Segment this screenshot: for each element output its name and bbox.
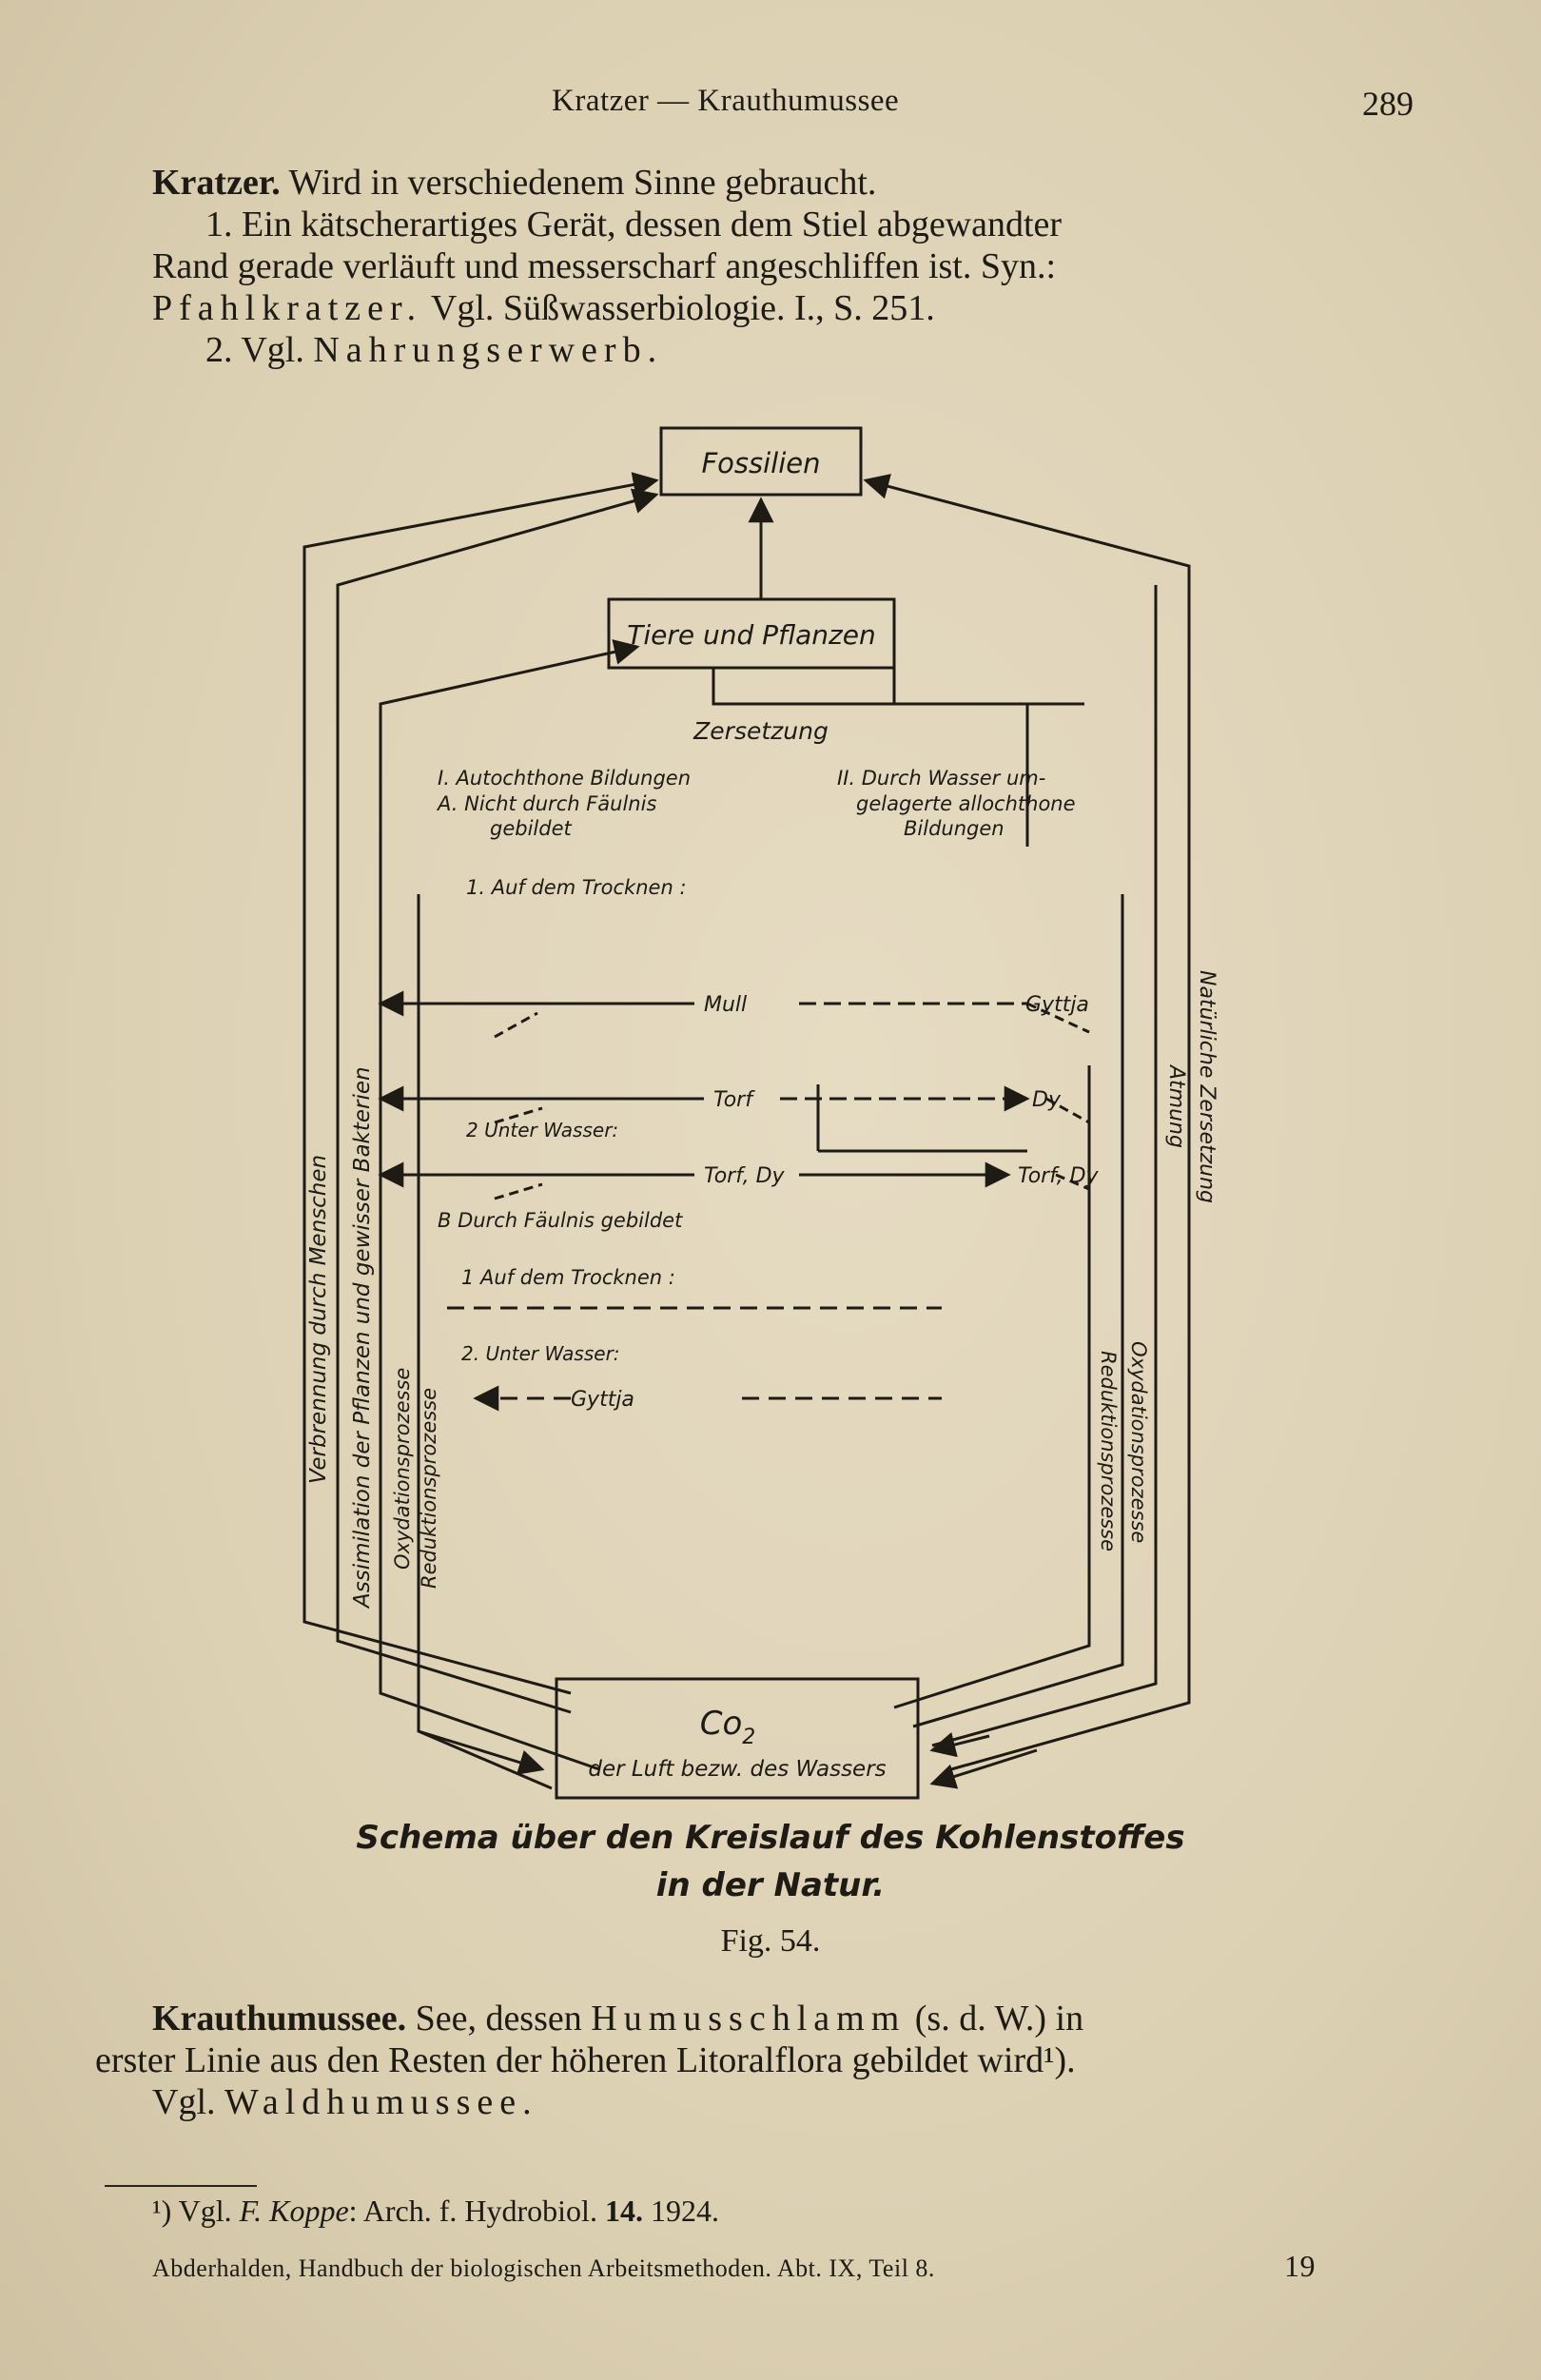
label-oxydation-left: Oxydationsprozesse <box>391 1368 414 1570</box>
figure-caption-line2: in der Natur. <box>655 1866 886 1904</box>
entry-kratzer-line5: 2. Vgl. Nahrungserwerb. <box>205 330 664 370</box>
label-nicht-faeulnis: A. Nicht durch Fäulnis <box>436 792 656 815</box>
diagram-svg: Fossilien Tiere und Pflanzen Co2 der Luf… <box>302 426 1219 1800</box>
entry-kratzer-line2: 1. Ein kätscherartiges Gerät, dessen dem… <box>205 205 1063 244</box>
entry-term: Kratzer. <box>152 163 281 203</box>
figure-caption-line1: Schema über den Kreislauf des Kohlenstof… <box>356 1819 1185 1857</box>
label-natuerliche-zersetzung: Natürliche Zersetzung <box>1195 970 1219 1203</box>
label-mull: Mull <box>704 993 747 1017</box>
label-durch-wasser: II. Durch Wasser um- <box>837 767 1045 790</box>
label-tiere-pflanzen: Tiere und Pflanzen <box>627 619 875 651</box>
entry-kratzer-line3: Rand gerade verläuft und messerscharf an… <box>152 246 1057 286</box>
footer-text: Abderhalden, Handbuch der biologischen A… <box>152 2254 935 2282</box>
entry-kratzer: Kratzer. Wird in verschiedenem Sinne geb… <box>152 162 1427 371</box>
label-durch-faeulnis: B Durch Fäulnis gebildet <box>438 1209 683 1232</box>
label-trocknen-2: 1 Auf dem Trocknen : <box>461 1266 675 1289</box>
entry-krauthumussee-line2: erster Linie aus den Resten der höheren … <box>95 2040 1076 2080</box>
signature-mark: 19 <box>1284 2249 1316 2283</box>
label-luft-wasser: der Luft bezw. des Wassers <box>588 1757 886 1782</box>
page-footer: Abderhalden, Handbuch der biologischen A… <box>152 2249 1316 2283</box>
page-number: 289 <box>1362 85 1414 123</box>
running-title: Kratzer — Krauthumussee <box>552 84 900 118</box>
label-torf-dy-right: Torf, Dy <box>1018 1164 1100 1188</box>
label-gyttja-center: Gyttja <box>571 1388 634 1412</box>
label-verbrennung: Verbrennung durch Menschen <box>306 1155 331 1484</box>
label-reduktion-left: Reduktionsprozesse <box>418 1388 440 1589</box>
box-tiere-pflanzen <box>607 597 896 670</box>
label-atmung: Atmung <box>1164 1063 1188 1148</box>
page-header: Kratzer — Krauthumussee 289 <box>0 84 1541 131</box>
label-torf-dy: Torf, Dy <box>704 1164 786 1188</box>
label-zersetzung: Zersetzung <box>692 717 829 745</box>
diagram-labels: Fossilien Tiere und Pflanzen Co2 der Luf… <box>306 447 1219 1782</box>
label-autochthone: I. Autochthone Bildungen <box>438 767 691 790</box>
carbon-cycle-diagram: Fossilien Tiere und Pflanzen Co2 der Luf… <box>285 400 1237 1969</box>
label-unter-wasser-1: 2 Unter Wasser: <box>466 1119 618 1141</box>
entry-kratzer-line4: Pfahlkratzer. Vgl. Süßwasserbiologie. I.… <box>152 288 935 328</box>
figure-label: Fig. 54. <box>720 1923 821 1959</box>
label-gebildet: gebildet <box>490 817 572 840</box>
footnote-rule <box>105 2185 257 2187</box>
entry-term: Krauthumussee. <box>152 1999 407 2039</box>
footnote: ¹) Vgl. F. Koppe: Arch. f. Hydrobiol. 14… <box>152 2194 719 2228</box>
label-gyttja-right: Gyttja <box>1025 993 1089 1017</box>
label-torf: Torf <box>713 1088 755 1112</box>
label-fossilien: Fossilien <box>701 447 820 479</box>
label-bildungen: Bildungen <box>904 817 1005 840</box>
label-trocknen-1: 1. Auf dem Trocknen : <box>466 876 687 899</box>
entry-krauthumussee: Krauthumussee. See, dessen Humusschlamm … <box>95 1998 1427 2123</box>
entry-krauthumussee-line3: Vgl. Waldhumussee. <box>152 2082 538 2122</box>
label-unter-wasser-2: 2. Unter Wasser: <box>461 1342 620 1365</box>
entry-krauthumussee-line1: Krauthumussee. See, dessen Humusschlamm … <box>152 1999 1084 2039</box>
diagram-lines <box>302 426 1191 1800</box>
label-reduktion-right: Reduktionsprozesse <box>1097 1351 1120 1551</box>
label-oxydation-right: Oxydationsprozesse <box>1127 1341 1150 1543</box>
label-co2: Co2 <box>700 1705 756 1749</box>
label-assimilation: Assimilation der Pflanzen und gewisser B… <box>350 1066 375 1609</box>
label-dy-right: Dy <box>1032 1088 1062 1112</box>
box-fossilien <box>659 426 863 497</box>
box-co2 <box>555 1677 920 1800</box>
entry-kratzer-line1: Kratzer. Wird in verschiedenem Sinne geb… <box>152 163 877 203</box>
label-umgelagerte: gelagerte allochthone <box>856 792 1076 815</box>
